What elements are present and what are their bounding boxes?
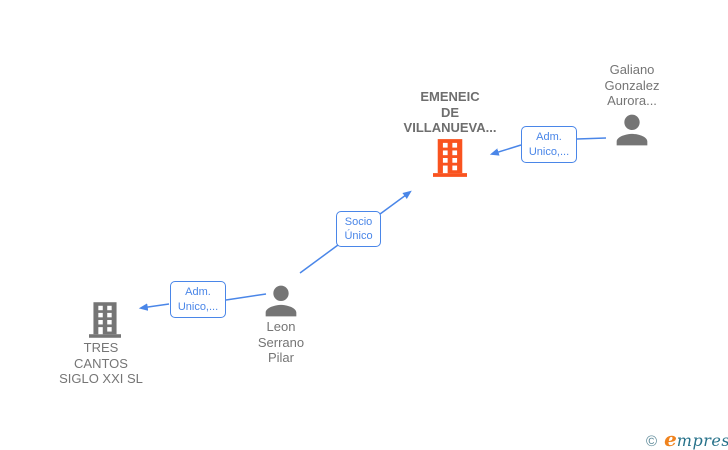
edge-label-adm-unico-right[interactable]: Adm. Unico,... <box>521 126 577 163</box>
building-icon-emeneic[interactable] <box>433 139 467 177</box>
empresia-logo[interactable]: © e mpresia <box>646 427 728 450</box>
person-icon-leon[interactable] <box>265 285 297 317</box>
edge-line-leon-to-label <box>225 293 267 301</box>
empresia-brand-initial: e <box>664 427 677 450</box>
person-icon-galiano[interactable] <box>616 114 648 146</box>
node-label-emeneic[interactable]: EMENEIC DE VILLANUEVA... <box>403 89 497 135</box>
empresia-brand-text: mpresia <box>676 431 728 450</box>
node-label-leon[interactable]: Leon Serrano Pilar <box>257 319 305 365</box>
edge-label-adm-unico-left[interactable]: Adm. Unico,... <box>170 281 226 318</box>
edge-label-socio-unico[interactable]: Socio Único <box>336 211 381 247</box>
edge-arrow-label-to-emeneic <box>489 144 522 156</box>
edge-arrow-label-to-tres-cantos <box>138 303 170 311</box>
copyright-icon: © <box>646 433 658 450</box>
edge-line-galiano-to-label <box>576 137 607 140</box>
node-label-tres-cantos[interactable]: TRES CANTOS SIGLO XXI SL <box>59 340 143 386</box>
node-label-galiano[interactable]: Galiano Gonzalez Aurora... <box>604 62 660 108</box>
building-icon-tres-cantos[interactable] <box>89 302 121 338</box>
